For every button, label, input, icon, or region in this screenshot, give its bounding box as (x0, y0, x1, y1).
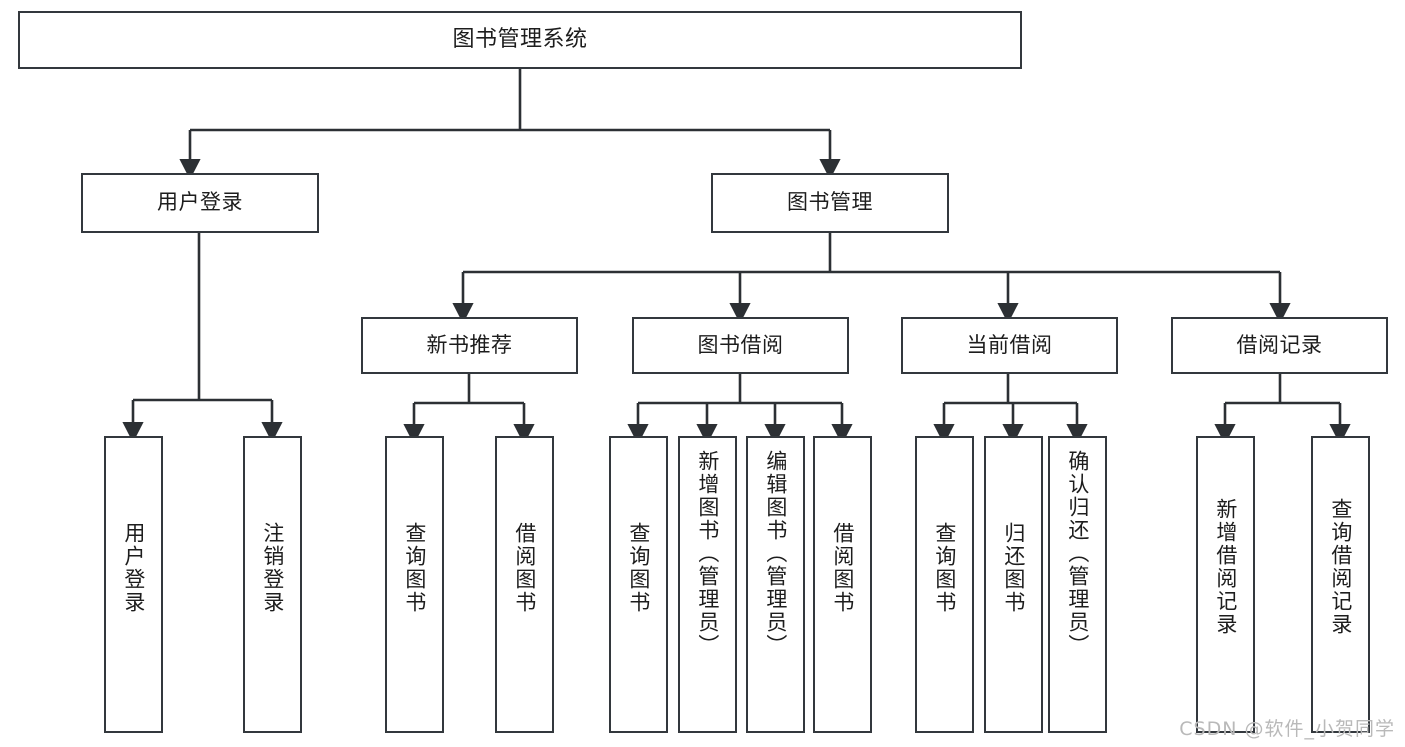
node-leaf-confirm-return[interactable]: 确认归还（管理员） (1048, 436, 1107, 733)
node-current-borrow[interactable]: 当前借阅 (901, 317, 1118, 374)
node-leaf-add-book-label: 新增图书（管理员） (695, 450, 720, 657)
node-leaf-query-book-2[interactable]: 查询图书 (609, 436, 668, 733)
node-leaf-add-record[interactable]: 新增借阅记录 (1196, 436, 1255, 733)
node-root[interactable]: 图书管理系统 (18, 11, 1022, 69)
node-book-borrow-label: 图书借阅 (697, 332, 784, 357)
node-leaf-query-book-1[interactable]: 查询图书 (385, 436, 444, 733)
node-leaf-return-book[interactable]: 归还图书 (984, 436, 1043, 733)
node-leaf-return-book-label: 归还图书 (1001, 522, 1026, 614)
node-borrow-record[interactable]: 借阅记录 (1171, 317, 1388, 374)
node-leaf-borrow-book-2-label: 借阅图书 (830, 522, 855, 614)
node-leaf-query-book-2-label: 查询图书 (626, 522, 651, 614)
node-leaf-borrow-book-1-label: 借阅图书 (512, 522, 537, 614)
node-leaf-user-login-label: 用户登录 (121, 522, 146, 614)
node-leaf-add-book[interactable]: 新增图书（管理员） (678, 436, 737, 733)
node-leaf-query-book-3-label: 查询图书 (932, 522, 957, 614)
node-current-borrow-label: 当前借阅 (966, 332, 1053, 357)
node-leaf-add-record-label: 新增借阅记录 (1213, 498, 1238, 636)
node-book-manage-label: 图书管理 (787, 190, 873, 215)
node-leaf-query-record-label: 查询借阅记录 (1328, 498, 1353, 636)
node-leaf-borrow-book-2[interactable]: 借阅图书 (813, 436, 872, 733)
node-leaf-borrow-book-1[interactable]: 借阅图书 (495, 436, 554, 733)
node-leaf-confirm-return-label: 确认归还（管理员） (1065, 450, 1090, 657)
node-new-book-rec[interactable]: 新书推荐 (361, 317, 578, 374)
node-borrow-record-label: 借阅记录 (1236, 332, 1323, 357)
node-leaf-query-book-3[interactable]: 查询图书 (915, 436, 974, 733)
node-leaf-query-record[interactable]: 查询借阅记录 (1311, 436, 1370, 733)
node-user-login-label: 用户登录 (157, 190, 243, 215)
node-leaf-logout[interactable]: 注销登录 (243, 436, 302, 733)
node-book-borrow[interactable]: 图书借阅 (632, 317, 849, 374)
node-leaf-edit-book-label: 编辑图书（管理员） (763, 450, 788, 657)
node-leaf-edit-book[interactable]: 编辑图书（管理员） (746, 436, 805, 733)
node-leaf-user-login[interactable]: 用户登录 (104, 436, 163, 733)
node-new-book-rec-label: 新书推荐 (426, 332, 513, 357)
node-book-manage[interactable]: 图书管理 (711, 173, 949, 233)
node-leaf-logout-label: 注销登录 (260, 522, 285, 614)
node-user-login[interactable]: 用户登录 (81, 173, 319, 233)
node-root-label: 图书管理系统 (452, 26, 588, 52)
node-leaf-query-book-1-label: 查询图书 (402, 522, 427, 614)
